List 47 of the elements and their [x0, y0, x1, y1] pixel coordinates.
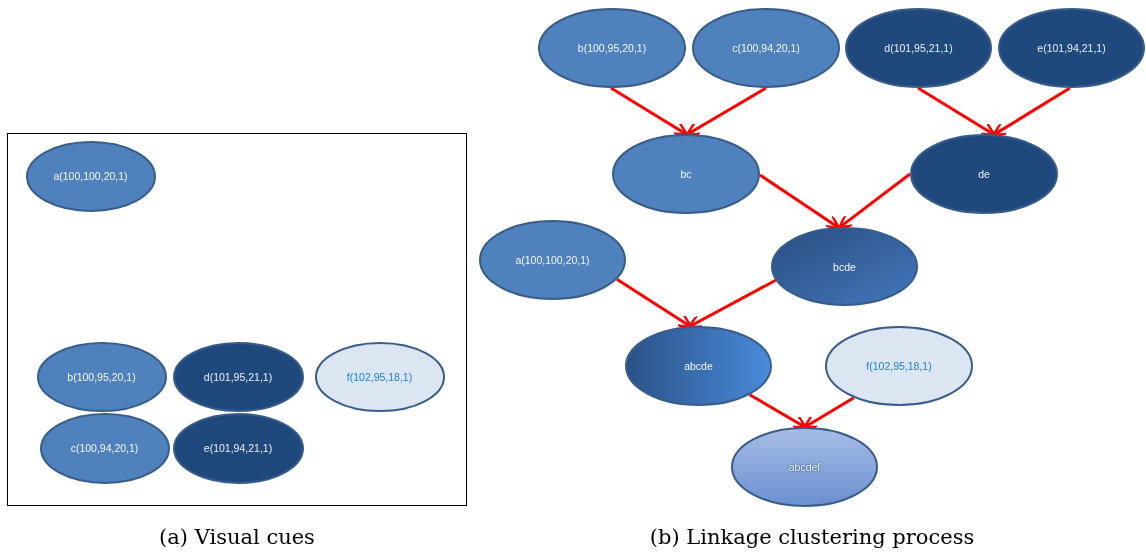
cluster-ellipse — [625, 326, 772, 406]
cluster-ellipse — [479, 220, 626, 300]
cluster-label: bcde — [832, 260, 857, 273]
cluster-label: de — [977, 168, 991, 180]
cluster-ellipse — [612, 134, 760, 214]
cluster-label: abcde — [683, 360, 714, 372]
arrow — [685, 86, 767, 136]
cluster-ellipse — [998, 8, 1145, 88]
cluster-label: d(101,95,21,1) — [202, 370, 274, 383]
cluster-label: a(100,100,20,1) — [52, 170, 129, 182]
arrow — [802, 396, 855, 429]
cluster-ellipse — [731, 427, 878, 507]
cluster-ellipse — [771, 227, 918, 306]
panel-frame — [7, 133, 467, 506]
arrow — [759, 173, 841, 229]
arrow — [610, 86, 689, 136]
cluster-ellipse — [692, 8, 840, 88]
cluster-label: b(100,95,20,1) — [66, 370, 137, 383]
cluster-label: e(101,94,21,1) — [202, 442, 274, 454]
cluster-label: c(100,94,20,1) — [731, 42, 801, 54]
arrow — [917, 86, 996, 137]
cluster-label: c(100,94,20,1) — [69, 442, 140, 454]
cluster-ellipse — [36, 341, 167, 412]
cluster-label: d(101,95,21,1) — [883, 42, 954, 54]
cluster-ellipse — [172, 341, 304, 412]
arrow — [616, 278, 693, 329]
cluster-label: b(100,95,20,1) — [576, 42, 648, 54]
cluster-label: e(101,94,21,1) — [1036, 42, 1107, 54]
cluster-ellipse — [538, 8, 686, 88]
caption: (a) Visual cues — [159, 525, 315, 549]
cluster-ellipse — [910, 134, 1058, 214]
cluster-label: abcdef — [787, 461, 822, 473]
arrow — [748, 393, 808, 429]
cluster-label: f(102,95,18,1) — [345, 370, 414, 383]
cluster-ellipse — [314, 341, 445, 412]
cluster-label: f(102,95,18,1) — [865, 360, 933, 372]
cluster-ellipse — [172, 412, 304, 484]
arrow — [992, 86, 1071, 137]
cluster-ellipse — [845, 8, 992, 88]
cluster-ellipse — [25, 140, 156, 212]
cluster-label: bc — [679, 168, 693, 180]
cluster-ellipse — [825, 326, 973, 406]
caption: (b) Linkage clustering process — [649, 525, 975, 549]
arrow — [687, 278, 777, 329]
arrow — [837, 172, 911, 229]
cluster-ellipse — [39, 412, 170, 484]
cluster-label: a(100,100,20,1) — [514, 254, 591, 266]
